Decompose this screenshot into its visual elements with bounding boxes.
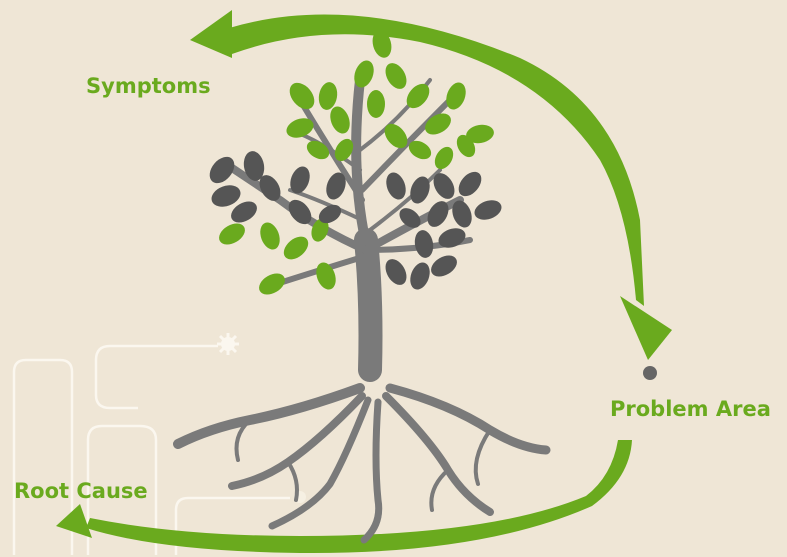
background-decor: [12, 344, 290, 555]
gear-icon: [217, 333, 239, 355]
problem-area-label: Problem Area: [610, 397, 771, 421]
cycle-arrow-bottom: [56, 440, 632, 554]
tree-leaves: [209, 30, 502, 295]
marker-dot: [643, 366, 657, 380]
root-cause-label: Root Cause: [14, 479, 148, 503]
cycle-arrow-top: [190, 10, 672, 360]
symptoms-label: Symptoms: [86, 74, 211, 98]
tree-illustration: [173, 30, 551, 544]
tree-roots: [173, 383, 551, 544]
